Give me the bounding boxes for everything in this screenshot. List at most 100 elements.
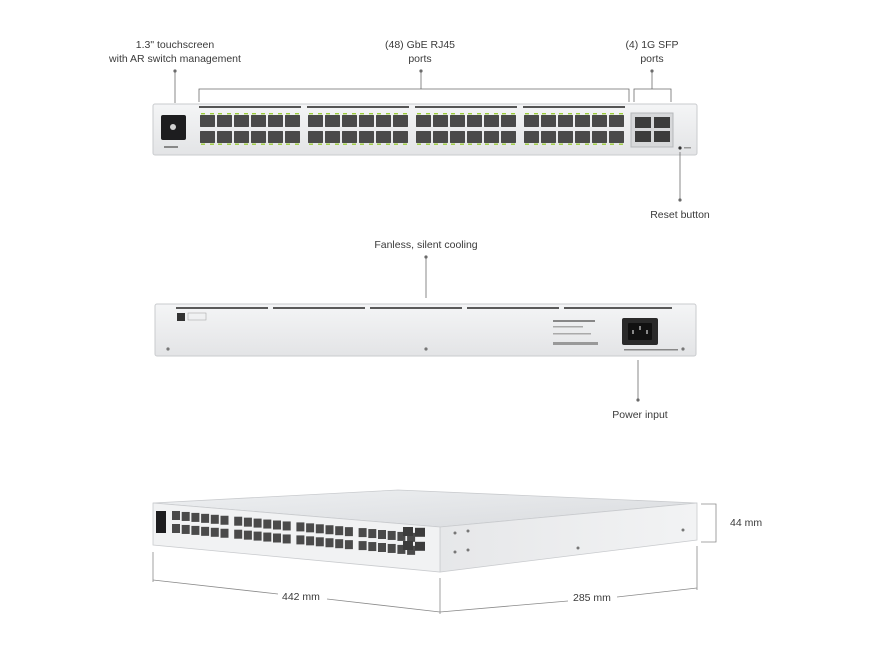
perspective-rj45-port — [358, 528, 367, 538]
rj45-port — [416, 131, 431, 143]
port-led — [585, 143, 589, 145]
rj45-port — [609, 115, 624, 127]
rj45-port — [484, 131, 499, 143]
rj45-port — [200, 131, 215, 143]
port-led — [559, 113, 563, 115]
sfp-callout: (4) 1G SFP ports — [612, 38, 692, 66]
rj45-port — [285, 131, 300, 143]
port-led — [593, 143, 597, 145]
side-screw-1 — [453, 531, 457, 535]
port-led — [343, 143, 347, 145]
vent-strip-2 — [273, 307, 365, 309]
perspective-rj45-port — [273, 533, 281, 543]
power-pin-left — [632, 330, 634, 334]
rj45-port — [359, 115, 374, 127]
cooling-label: Fanless, silent cooling — [374, 239, 478, 251]
perspective-rj45-port — [172, 524, 180, 533]
reset-button — [678, 146, 682, 150]
port-led — [426, 113, 430, 115]
sfp-bracket — [633, 88, 672, 102]
port-led — [443, 113, 447, 115]
rj45-port — [524, 115, 539, 127]
port-led — [201, 113, 205, 115]
side-screw-2 — [453, 550, 457, 554]
port-led — [534, 113, 538, 115]
port-led — [201, 143, 205, 145]
rj45-port — [501, 131, 516, 143]
rj45-port — [450, 131, 465, 143]
regulatory-mark-2 — [553, 326, 583, 328]
sfp-ports — [635, 117, 670, 142]
perspective-view-switch — [152, 489, 698, 573]
power-label: Power input — [612, 409, 668, 421]
rj45-bracket — [198, 88, 630, 102]
port-group-marker — [199, 106, 301, 108]
rj45-leader-dot — [419, 69, 423, 73]
port-led — [352, 143, 356, 145]
port-led — [252, 113, 256, 115]
perspective-rj45-port — [273, 520, 281, 530]
perspective-rj45-port — [210, 514, 219, 524]
rj45-port — [285, 115, 300, 127]
port-led — [244, 113, 248, 115]
port-led — [252, 143, 256, 145]
port-led — [468, 143, 472, 145]
port-led — [369, 113, 373, 115]
depth-dimension-line-b — [616, 587, 698, 598]
perspective-rj45-port — [282, 534, 291, 544]
port-led — [494, 113, 498, 115]
reset-leader-dot — [678, 198, 682, 202]
rj45-port — [234, 131, 249, 143]
perspective-rj45-port — [344, 540, 353, 550]
port-led — [235, 143, 239, 145]
port-led — [443, 143, 447, 145]
power-pin-center — [639, 326, 641, 330]
perspective-rj45-port — [181, 511, 190, 521]
port-led — [619, 143, 623, 145]
port-led — [610, 143, 614, 145]
port-led — [585, 113, 589, 115]
port-led — [559, 143, 563, 145]
side-screw-4 — [466, 548, 470, 552]
front-port-groups — [199, 106, 625, 145]
side-screw-3 — [466, 529, 470, 533]
reset-callout: Reset button — [630, 208, 730, 222]
front-view-switch — [152, 103, 698, 156]
rj45-port — [558, 131, 573, 143]
perspective-sfp-port — [403, 527, 413, 536]
front-callout-lines — [173, 69, 682, 202]
port-led — [227, 113, 231, 115]
perspective-rj45-port — [378, 543, 386, 552]
port-group-marker — [523, 106, 625, 108]
regulatory-mark-4 — [553, 342, 598, 345]
port-led — [477, 143, 481, 145]
perspective-rj45-port — [253, 531, 262, 541]
regulatory-mark-1 — [553, 320, 595, 322]
port-led — [551, 113, 555, 115]
rj45-label-line2: ports — [408, 53, 432, 65]
touchscreen-callout: 1.3" touchscreen with AR switch manageme… — [100, 38, 250, 66]
front-logo — [164, 146, 178, 148]
rj45-port — [484, 115, 499, 127]
rj45-port — [501, 115, 516, 127]
port-led — [534, 143, 538, 145]
port-led — [335, 113, 339, 115]
port-led — [502, 113, 506, 115]
power-rating-mark — [624, 349, 678, 351]
perspective-rj45-port — [397, 544, 406, 554]
port-led — [602, 143, 606, 145]
reset-label: Reset button — [650, 209, 710, 221]
sfp-port — [635, 131, 651, 142]
back-view-switch — [154, 303, 697, 357]
rj45-port — [541, 115, 556, 127]
rj45-port — [234, 115, 249, 127]
perspective-rj45-port — [315, 537, 324, 547]
port-led — [210, 143, 214, 145]
port-led — [568, 143, 572, 145]
perspective-rj45-port — [358, 541, 367, 551]
perspective-rj45-port — [378, 530, 386, 539]
perspective-rj45-port — [282, 521, 291, 531]
sfp-port — [654, 131, 670, 142]
vent-strip-3 — [370, 307, 462, 309]
depth-dimension-line-a — [439, 600, 569, 613]
